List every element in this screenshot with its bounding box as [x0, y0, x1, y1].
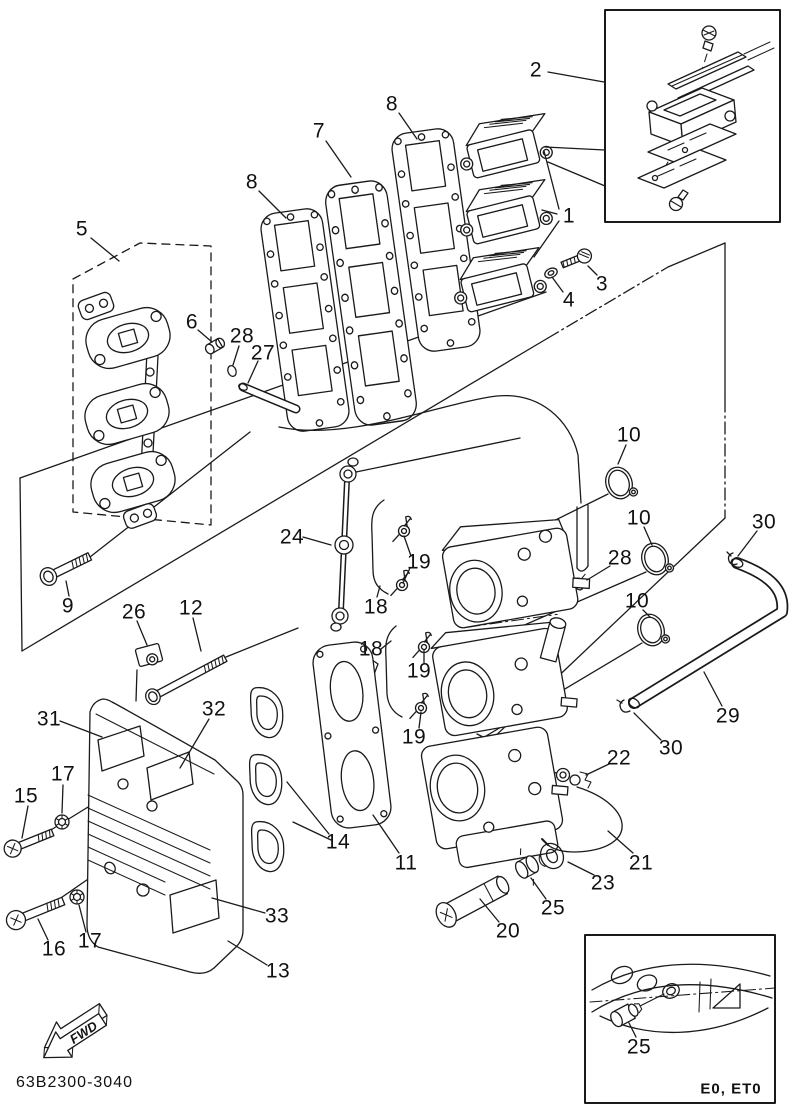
breather-hose-29 — [627, 557, 789, 709]
plug-25-detail — [610, 1003, 643, 1028]
link-rod-24 — [330, 457, 359, 632]
callout-29: 29 — [715, 704, 741, 728]
callout-25-b: 25 — [626, 1035, 652, 1059]
callout-14: 14 — [325, 830, 351, 854]
bolt-15 — [3, 828, 55, 858]
carburetor-bottom — [420, 726, 569, 869]
crankcase-detail-inset — [584, 934, 776, 1104]
silencer-gasket-11 — [312, 641, 392, 829]
callout-10-c: 10 — [624, 589, 650, 613]
callout-10-b: 10 — [626, 506, 652, 530]
callout-24: 24 — [279, 525, 305, 549]
callout-28-a: 28 — [229, 324, 255, 348]
callout-19-c: 19 — [401, 725, 427, 749]
clamp-26 — [134, 643, 164, 667]
washer-4 — [544, 267, 558, 279]
throttle-rods-18 — [371, 499, 403, 718]
callout-5: 5 — [75, 217, 89, 241]
spacer-25a — [514, 848, 540, 886]
callout-leader-lines — [21, 71, 758, 1038]
carburetor-top — [441, 519, 591, 629]
callout-20: 20 — [495, 919, 521, 943]
drawing-number: 63B2300-3040 — [16, 1074, 133, 1091]
callout-10-a: 10 — [616, 423, 642, 447]
callout-4: 4 — [562, 288, 576, 312]
duct-seals-14 — [239, 680, 294, 877]
hose-clamp-30b — [616, 699, 631, 713]
callout-27: 27 — [250, 341, 276, 365]
callout-31: 31 — [36, 707, 62, 731]
callout-12: 12 — [178, 596, 204, 620]
callout-1: 1 — [562, 204, 576, 228]
callout-30-a: 30 — [751, 510, 777, 534]
hose-clamp-30a — [726, 551, 738, 566]
callout-7: 7 — [312, 119, 326, 143]
callout-15: 15 — [13, 784, 39, 808]
bolt-9 — [39, 552, 93, 586]
callout-8-b: 8 — [245, 170, 259, 194]
callout-28-b: 28 — [607, 546, 633, 570]
callout-17-b: 17 — [77, 929, 103, 953]
joint-pipe-27 — [238, 382, 301, 414]
plug-bolt-20 — [435, 875, 510, 928]
clip-28a — [227, 365, 237, 377]
callout-30-b: 30 — [658, 736, 684, 760]
callout-21: 21 — [628, 851, 654, 875]
carburetor-middle — [430, 617, 578, 737]
callout-17-a: 17 — [50, 762, 76, 786]
fwd-arrow: FWD — [43, 1002, 108, 1059]
callout-9: 9 — [61, 594, 75, 618]
cable-stay-22 — [555, 767, 592, 789]
callout-26: 26 — [121, 600, 147, 624]
callout-8-a: 8 — [385, 92, 399, 116]
washer-nuts-17 — [54, 814, 85, 905]
silencer-body — [86, 698, 244, 974]
callout-6: 6 — [185, 310, 199, 334]
callout-18-a: 18 — [363, 595, 389, 619]
callout-19-a: 19 — [406, 550, 432, 574]
callout-32: 32 — [201, 697, 227, 721]
callout-33: 33 — [264, 904, 290, 928]
callout-13: 13 — [265, 959, 291, 983]
grommet-23 — [538, 842, 565, 870]
callout-23: 23 — [590, 871, 616, 895]
bushing-6 — [204, 337, 226, 355]
callout-25-a: 25 — [540, 896, 566, 920]
callout-11: 11 — [394, 851, 418, 875]
callout-2: 2 — [529, 58, 543, 82]
intake-manifold — [77, 291, 181, 529]
manifold-dashed-box — [72, 242, 212, 526]
callout-18-b: 18 — [358, 637, 384, 661]
bolt-16 — [5, 896, 66, 931]
callout-22: 22 — [606, 746, 632, 770]
callout-3: 3 — [595, 272, 609, 296]
callout-19-b: 19 — [406, 659, 432, 683]
fuel-hose — [278, 395, 589, 572]
reed-valve-detail-inset — [604, 9, 781, 223]
model-applicability-label: E0, ET0 — [700, 1080, 762, 1098]
rod-clips-19 — [390, 513, 434, 723]
screw-3 — [560, 248, 593, 269]
callout-16: 16 — [41, 937, 67, 961]
stud-bolt-12 — [145, 654, 228, 706]
